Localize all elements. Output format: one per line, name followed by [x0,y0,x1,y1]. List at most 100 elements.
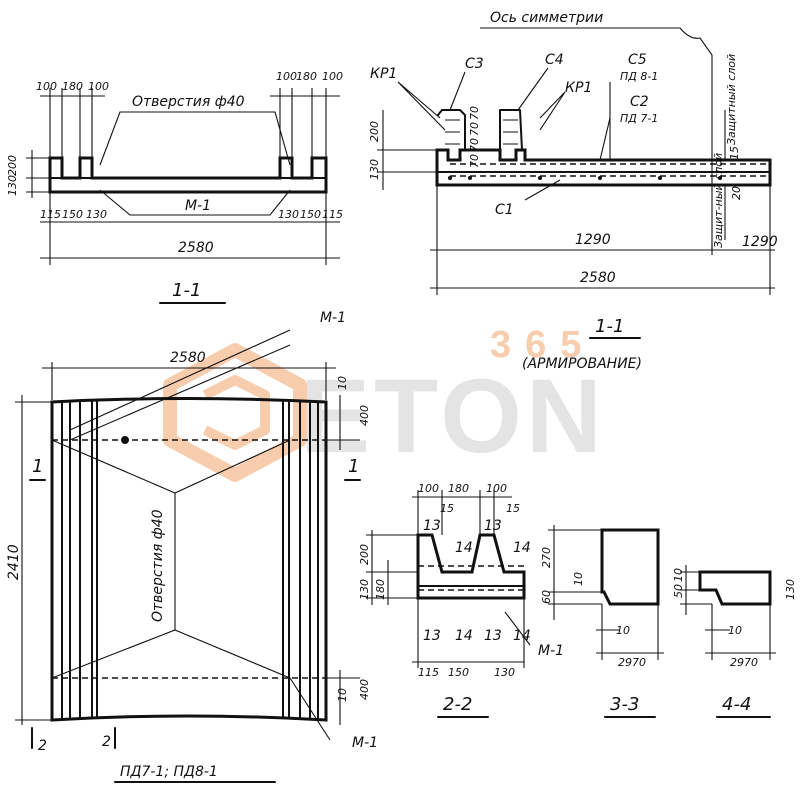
sec22-label-top-3: 14 [513,540,531,556]
view-arm-title: 1-1 [595,316,624,337]
view-1-1-dim-bottom-2: 130 [86,208,107,221]
plan-sec-2-left: 2 [38,738,47,754]
sec22-title: 2-2 [443,694,472,715]
watermark-number: 365 [490,324,595,366]
view-1-1-dim-bottom-3: 130 [278,208,299,221]
plan-sec-2-right: 2 [102,734,111,750]
view-1-1-dim-top-3: 100 [276,70,297,83]
plan-m1-bottom: М-1 [352,735,378,751]
view-arm-overall: 2580 [580,270,616,286]
plan-view [15,329,361,783]
sec22-label-bottom-3: 14 [513,628,531,644]
plan-dim-10-bottom: 10 [336,688,349,702]
sec22-dim-top-0: 100 [418,482,439,495]
sec33-dim-10: 10 [572,572,585,586]
view-1-1-dim-bottom-4: 150 [300,208,321,221]
view-1-1-dim-top-1: 180 [62,80,83,93]
view-arm-c4: С4 [545,52,564,68]
plan-sec-1-left: 1 [32,456,43,477]
view-arm-dim-200: 200 [368,121,381,142]
sec33-dim-10b: 10 [616,624,630,637]
view-arm-protective-layer: Защитный слой [725,54,738,145]
plan-height: 2410 [6,544,22,580]
plan-dim-bottom: 400 [358,679,371,700]
view-arm-c1: С1 [495,202,514,218]
sec33-dim-270: 270 [540,547,553,568]
sec22-label-bottom-1: 14 [455,628,473,644]
sec22-dim-bottom-1: 150 [448,666,469,679]
sec33-title: 3-3 [610,694,639,715]
view-arm-dim-130: 130 [368,159,381,180]
watermark-word: ETON [300,358,606,475]
view-1-1-mark-m1: М-1 [185,198,211,214]
sec33-length: 2970 [618,656,646,669]
sec22-label-top-0: 13 [423,518,441,534]
plan-title: ПД7-1; ПД8-1 [120,764,218,780]
view-arm-dim-70-1: 70 [468,106,481,120]
view-1-1-title: 1-1 [172,280,201,301]
view-arm-subtitle: (АРМИРОВАНИЕ) [522,356,642,372]
sec22-dim-left-200: 200 [358,544,371,565]
view-arm-c3: С3 [465,56,484,72]
view-arm-dim-70-4: 70 [468,154,481,168]
view-arm-pd81: ПД 8-1 [620,70,658,83]
view-arm-axis: Ось симметрии [490,10,603,26]
view-1-1-dim-left-130: 130 [6,175,19,196]
sec22-label-top-1: 14 [455,540,473,556]
view-1-1-dim-left-200: 200 [6,155,19,176]
section-4-4 [680,565,776,718]
view-arm-layer-20: 20 [730,186,743,200]
view-arm-kr1-right: КР1 [565,80,592,96]
sec44-dim-130: 130 [784,579,797,600]
hole-marker-icon [121,436,129,444]
sec44-dim-10: 10 [672,568,685,582]
view-arm-dim-70-3: 70 [468,138,481,152]
sec22-dim-15-1: 15 [506,502,520,515]
sec44-title: 4-4 [722,694,751,715]
sec22-dim-top-1: 180 [448,482,469,495]
section-3-3 [548,525,664,718]
sec22-mark-m1: М-1 [538,643,564,659]
view-1-1-dim-top-4: 180 [296,70,317,83]
sec22-dim-bottom-0: 115 [418,666,439,679]
plan-sec-1-right: 1 [348,456,359,477]
sec22-dim-15-0: 15 [440,502,454,515]
view-arm-protective-layer2: Защит-ный слой [712,153,725,248]
view-1-1-dim-bottom-5: 115 [322,208,343,221]
view-arm-c2: С2 [630,94,649,110]
view-arm-pd71: ПД 7-1 [620,112,658,125]
view-1-1-dim-top-5: 100 [322,70,343,83]
sec22-label-bottom-0: 13 [423,628,441,644]
plan-dim-10-top: 10 [336,376,349,390]
sec44-length: 2970 [730,656,758,669]
view-arm-c5: С5 [628,52,647,68]
section-2-2 [366,490,531,718]
sec44-dim-50: 50 [672,584,685,598]
sec22-label-bottom-2: 13 [484,628,502,644]
sec22-label-top-2: 13 [484,518,502,534]
view-arm-dim-70-2: 70 [468,122,481,136]
view-arm-half: 1290 [575,232,611,248]
view-1-1-dim-bottom-1: 150 [62,208,83,221]
plan-width: 2580 [170,350,206,366]
plan-dim-top: 400 [358,405,371,426]
sec22-dim-top-2: 100 [486,482,507,495]
plan-hole-label: Отверстия ф40 [150,509,166,622]
view-arm-half2: 1290 [742,234,778,250]
sec22-dim-left-130: 130 [358,579,371,600]
view-1-1 [26,88,340,304]
view-1-1-hole-label: Отверстия ф40 [132,94,245,110]
view-1-1-overall: 2580 [178,240,214,256]
view-1-1-dim-top-0: 100 [36,80,57,93]
sec33-dim-60: 60 [540,590,553,604]
view-1-1-dim-bottom-0: 115 [40,208,61,221]
plan-m1-top: М-1 [320,310,346,326]
view-1-1-reinforcement [377,27,775,339]
view-arm-kr1-left: КР1 [370,66,397,82]
sec22-dim-bottom-2: 130 [494,666,515,679]
sec44-dim-10b: 10 [728,624,742,637]
view-1-1-dim-top-2: 100 [88,80,109,93]
sec22-dim-left-180: 180 [374,579,387,600]
view-arm-layer-15: 15 [728,146,741,160]
